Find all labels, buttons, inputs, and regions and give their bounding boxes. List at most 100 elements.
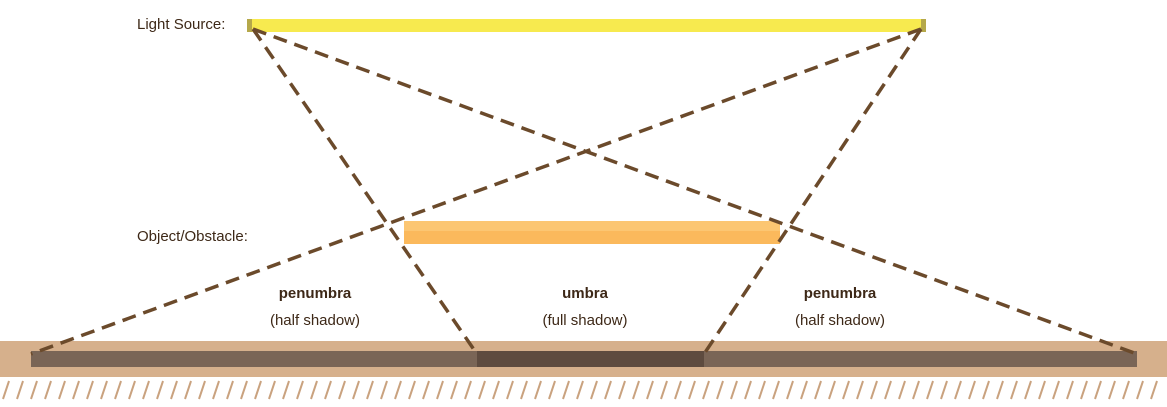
ray-left-source-to-penumbra-right xyxy=(252,27,1138,356)
hatch-mark xyxy=(492,380,500,400)
umbra-description: (full shadow) xyxy=(542,312,628,329)
hatch-mark xyxy=(366,380,374,400)
hatch-mark xyxy=(688,380,696,400)
hatch-mark xyxy=(1094,380,1102,400)
hatch-mark xyxy=(646,380,654,400)
hatch-mark xyxy=(114,380,122,400)
hatch-mark xyxy=(576,380,584,400)
hatch-mark xyxy=(198,380,206,400)
hatch-mark xyxy=(1066,380,1074,400)
hatch-mark xyxy=(128,380,136,400)
ground-hatch xyxy=(2,380,1158,400)
hatch-mark xyxy=(674,380,682,400)
light-source-left-end xyxy=(247,19,252,32)
hatch-mark xyxy=(310,380,318,400)
object-bar-highlight xyxy=(404,221,780,231)
hatch-mark xyxy=(856,380,864,400)
hatch-mark xyxy=(730,380,738,400)
hatch-mark xyxy=(534,380,542,400)
hatch-mark xyxy=(618,380,626,400)
hatch-mark xyxy=(324,380,332,400)
hatch-mark xyxy=(422,380,430,400)
hatch-mark xyxy=(436,380,444,400)
ray-right-source-to-umbra-right xyxy=(702,28,923,355)
hatch-mark xyxy=(898,380,906,400)
penumbra-left-title: penumbra xyxy=(278,285,352,302)
hatch-mark xyxy=(562,380,570,400)
hatch-mark xyxy=(716,380,724,400)
hatch-mark xyxy=(2,380,10,400)
hatch-mark xyxy=(982,380,990,400)
hatch-mark xyxy=(1052,380,1060,400)
hatch-mark xyxy=(464,380,472,400)
hatch-mark xyxy=(1024,380,1032,400)
light-source-bar xyxy=(249,19,925,32)
hatch-mark xyxy=(1136,380,1144,400)
hatch-mark xyxy=(338,380,346,400)
hatch-mark xyxy=(44,380,52,400)
hatch-mark xyxy=(842,380,850,400)
light-rays xyxy=(30,27,1138,356)
hatch-mark xyxy=(604,380,612,400)
hatch-mark xyxy=(786,380,794,400)
hatch-mark xyxy=(282,380,290,400)
light-source-label: Light Source: xyxy=(137,16,226,33)
hatch-mark xyxy=(744,380,752,400)
penumbra-left-description: (half shadow) xyxy=(269,312,361,329)
hatch-mark xyxy=(352,380,360,400)
hatch-mark xyxy=(1150,380,1158,400)
hatch-mark xyxy=(380,380,388,400)
hatch-mark xyxy=(926,380,934,400)
hatch-mark xyxy=(86,380,94,400)
hatch-mark xyxy=(884,380,892,400)
hatch-mark xyxy=(142,380,150,400)
hatch-mark xyxy=(548,380,556,400)
hatch-mark xyxy=(506,380,514,400)
hatch-mark xyxy=(632,380,640,400)
hatch-mark xyxy=(702,380,710,400)
hatch-mark xyxy=(1080,380,1088,400)
hatch-mark xyxy=(772,380,780,400)
hatch-mark xyxy=(72,380,80,400)
hatch-mark xyxy=(268,380,276,400)
hatch-mark xyxy=(30,380,38,400)
hatch-mark xyxy=(968,380,976,400)
hatch-mark xyxy=(520,380,528,400)
hatch-mark xyxy=(1038,380,1046,400)
hatch-mark xyxy=(100,380,108,400)
hatch-mark xyxy=(478,380,486,400)
hatch-mark xyxy=(394,380,402,400)
hatch-mark xyxy=(184,380,192,400)
ray-left-source-to-umbra-left xyxy=(251,28,479,355)
hatch-mark xyxy=(450,380,458,400)
hatch-mark xyxy=(408,380,416,400)
penumbra-right-title: penumbra xyxy=(803,285,877,302)
hatch-mark xyxy=(254,380,262,400)
hatch-mark xyxy=(16,380,24,400)
hatch-mark xyxy=(240,380,248,400)
hatch-mark xyxy=(1108,380,1116,400)
hatch-mark xyxy=(870,380,878,400)
hatch-mark xyxy=(1122,380,1130,400)
hatch-mark xyxy=(814,380,822,400)
hatch-mark xyxy=(1010,380,1018,400)
hatch-mark xyxy=(996,380,1004,400)
hatch-mark xyxy=(226,380,234,400)
umbra-shadow-bar xyxy=(477,351,704,367)
penumbra-right-description: (half shadow) xyxy=(794,312,886,329)
hatch-mark xyxy=(590,380,598,400)
hatch-mark xyxy=(212,380,220,400)
light-source-right-end xyxy=(921,19,926,32)
hatch-mark xyxy=(758,380,766,400)
hatch-mark xyxy=(170,380,178,400)
hatch-mark xyxy=(660,380,668,400)
ray-right-source-to-penumbra-left xyxy=(30,27,922,356)
hatch-mark xyxy=(58,380,66,400)
hatch-mark xyxy=(156,380,164,400)
hatch-mark xyxy=(912,380,920,400)
hatch-mark xyxy=(954,380,962,400)
hatch-mark xyxy=(828,380,836,400)
object-label: Object/Obstacle: xyxy=(137,228,248,245)
